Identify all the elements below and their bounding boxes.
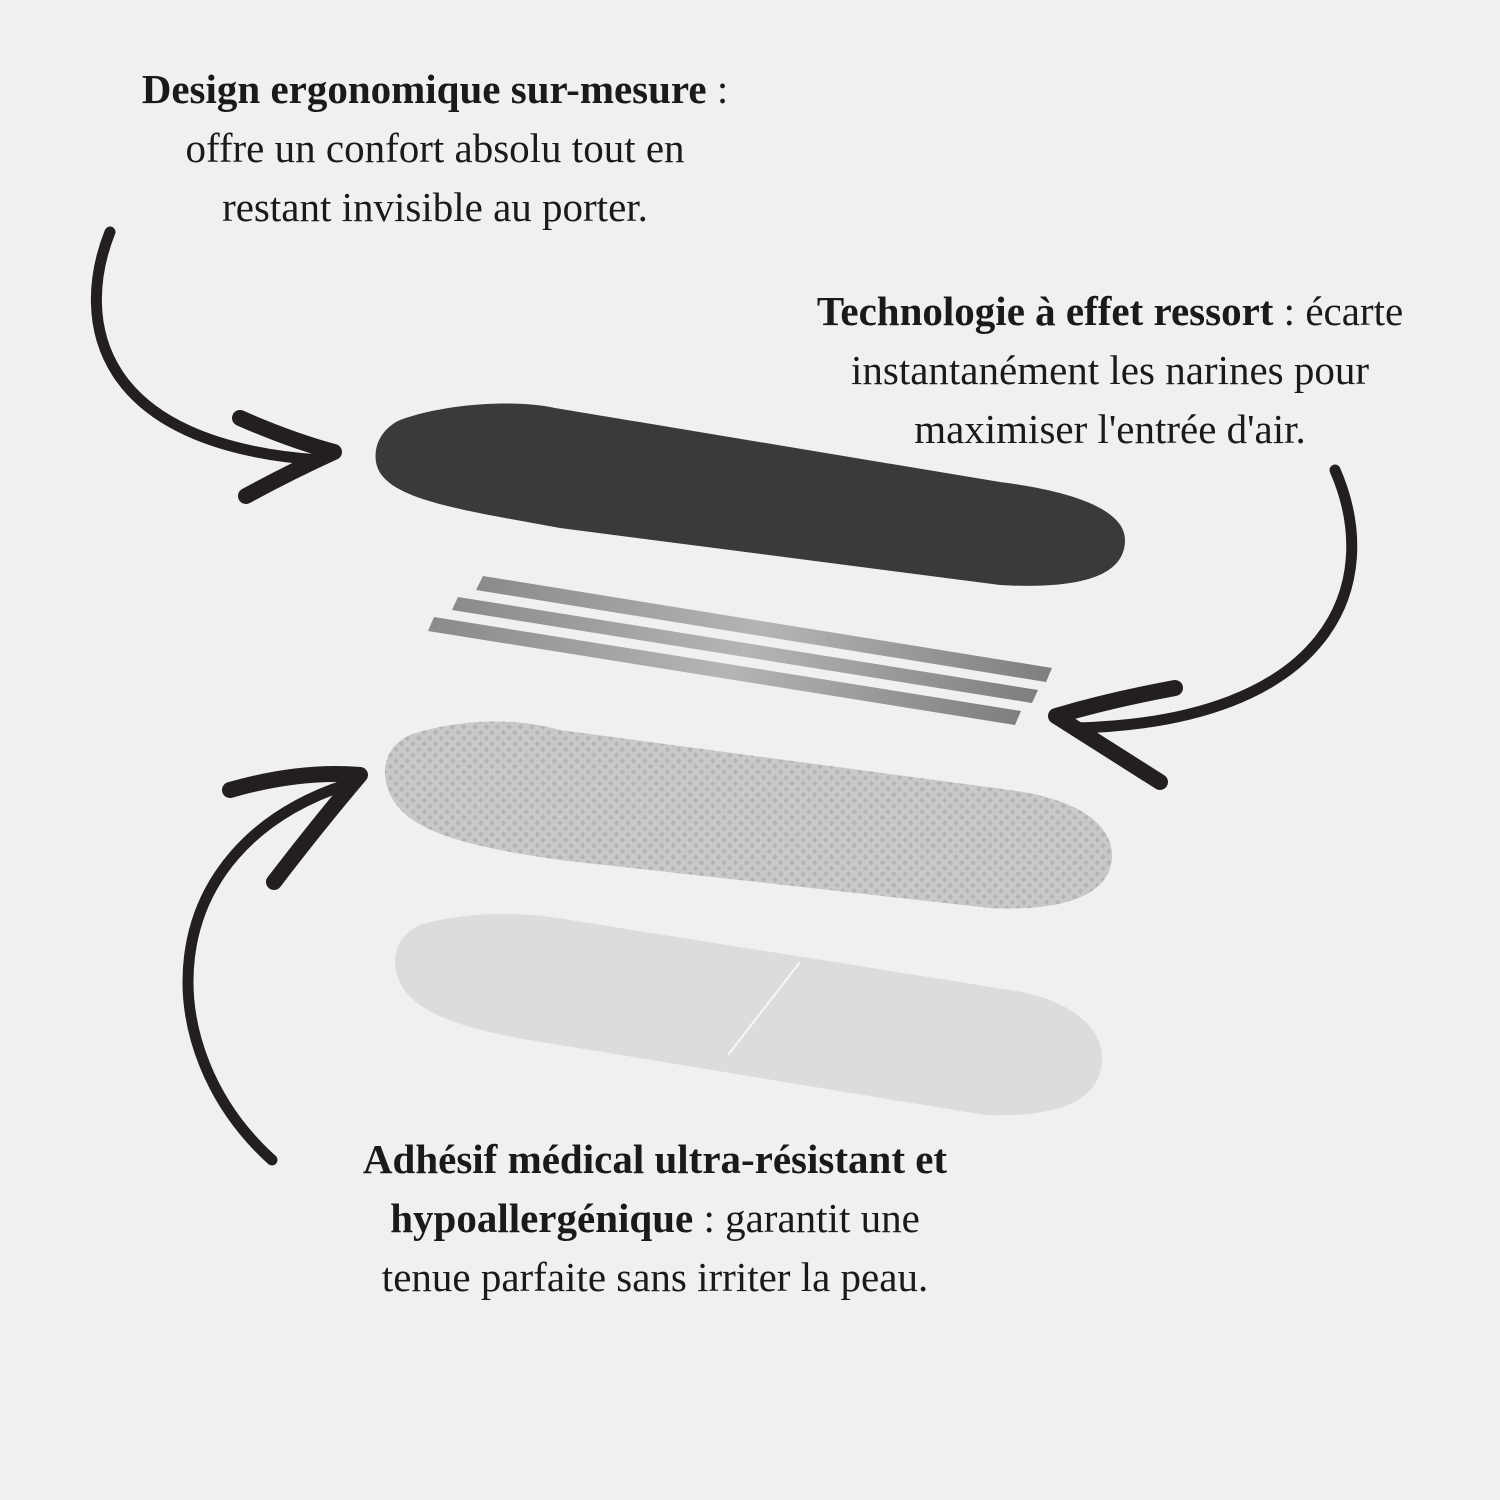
- callout-adhesive: Adhésif médical ultra-résistant et hypoa…: [250, 1130, 1060, 1307]
- adhesive-liner-layer: [394, 913, 1103, 1116]
- callout-design: Design ergonomique sur-mesure : offre un…: [40, 60, 830, 237]
- callout-text: écarte: [1305, 288, 1404, 334]
- arrow-icon: [90, 226, 326, 466]
- callout-title: Adhésif médical ultra-résistant et: [362, 1136, 948, 1182]
- liner-split-line: [727, 961, 801, 1056]
- callout-text: offre un confort absolu tout en: [185, 125, 685, 171]
- mesh-layer: [384, 721, 1113, 909]
- arrowhead-icon: [232, 410, 342, 504]
- callout-text: tenue parfaite sans irriter la peau.: [381, 1254, 929, 1300]
- callout-text: instantanément les narines pour: [850, 347, 1370, 393]
- arrow-icon: [1069, 464, 1358, 734]
- separator: :: [693, 1195, 726, 1241]
- spring-bars: [428, 576, 1052, 725]
- separator: :: [706, 66, 729, 112]
- arrowhead-icon: [1048, 680, 1183, 790]
- callout-text: restant invisible au porter.: [222, 184, 648, 230]
- callout-text: maximiser l'entrée d'air.: [914, 406, 1306, 452]
- callout-title: hypoallergénique: [390, 1195, 694, 1241]
- callout-title: Technologie à effet ressort: [816, 288, 1274, 334]
- callout-technology: Technologie à effet ressort : écarte ins…: [720, 282, 1500, 459]
- top-fabric-layer: [375, 403, 1125, 586]
- arrowhead-icon: [222, 766, 368, 890]
- separator: :: [1273, 288, 1306, 334]
- callout-text: garantit une: [725, 1195, 920, 1241]
- arrow-icon: [182, 779, 351, 1166]
- callout-title: Design ergonomique sur-mesure: [141, 66, 707, 112]
